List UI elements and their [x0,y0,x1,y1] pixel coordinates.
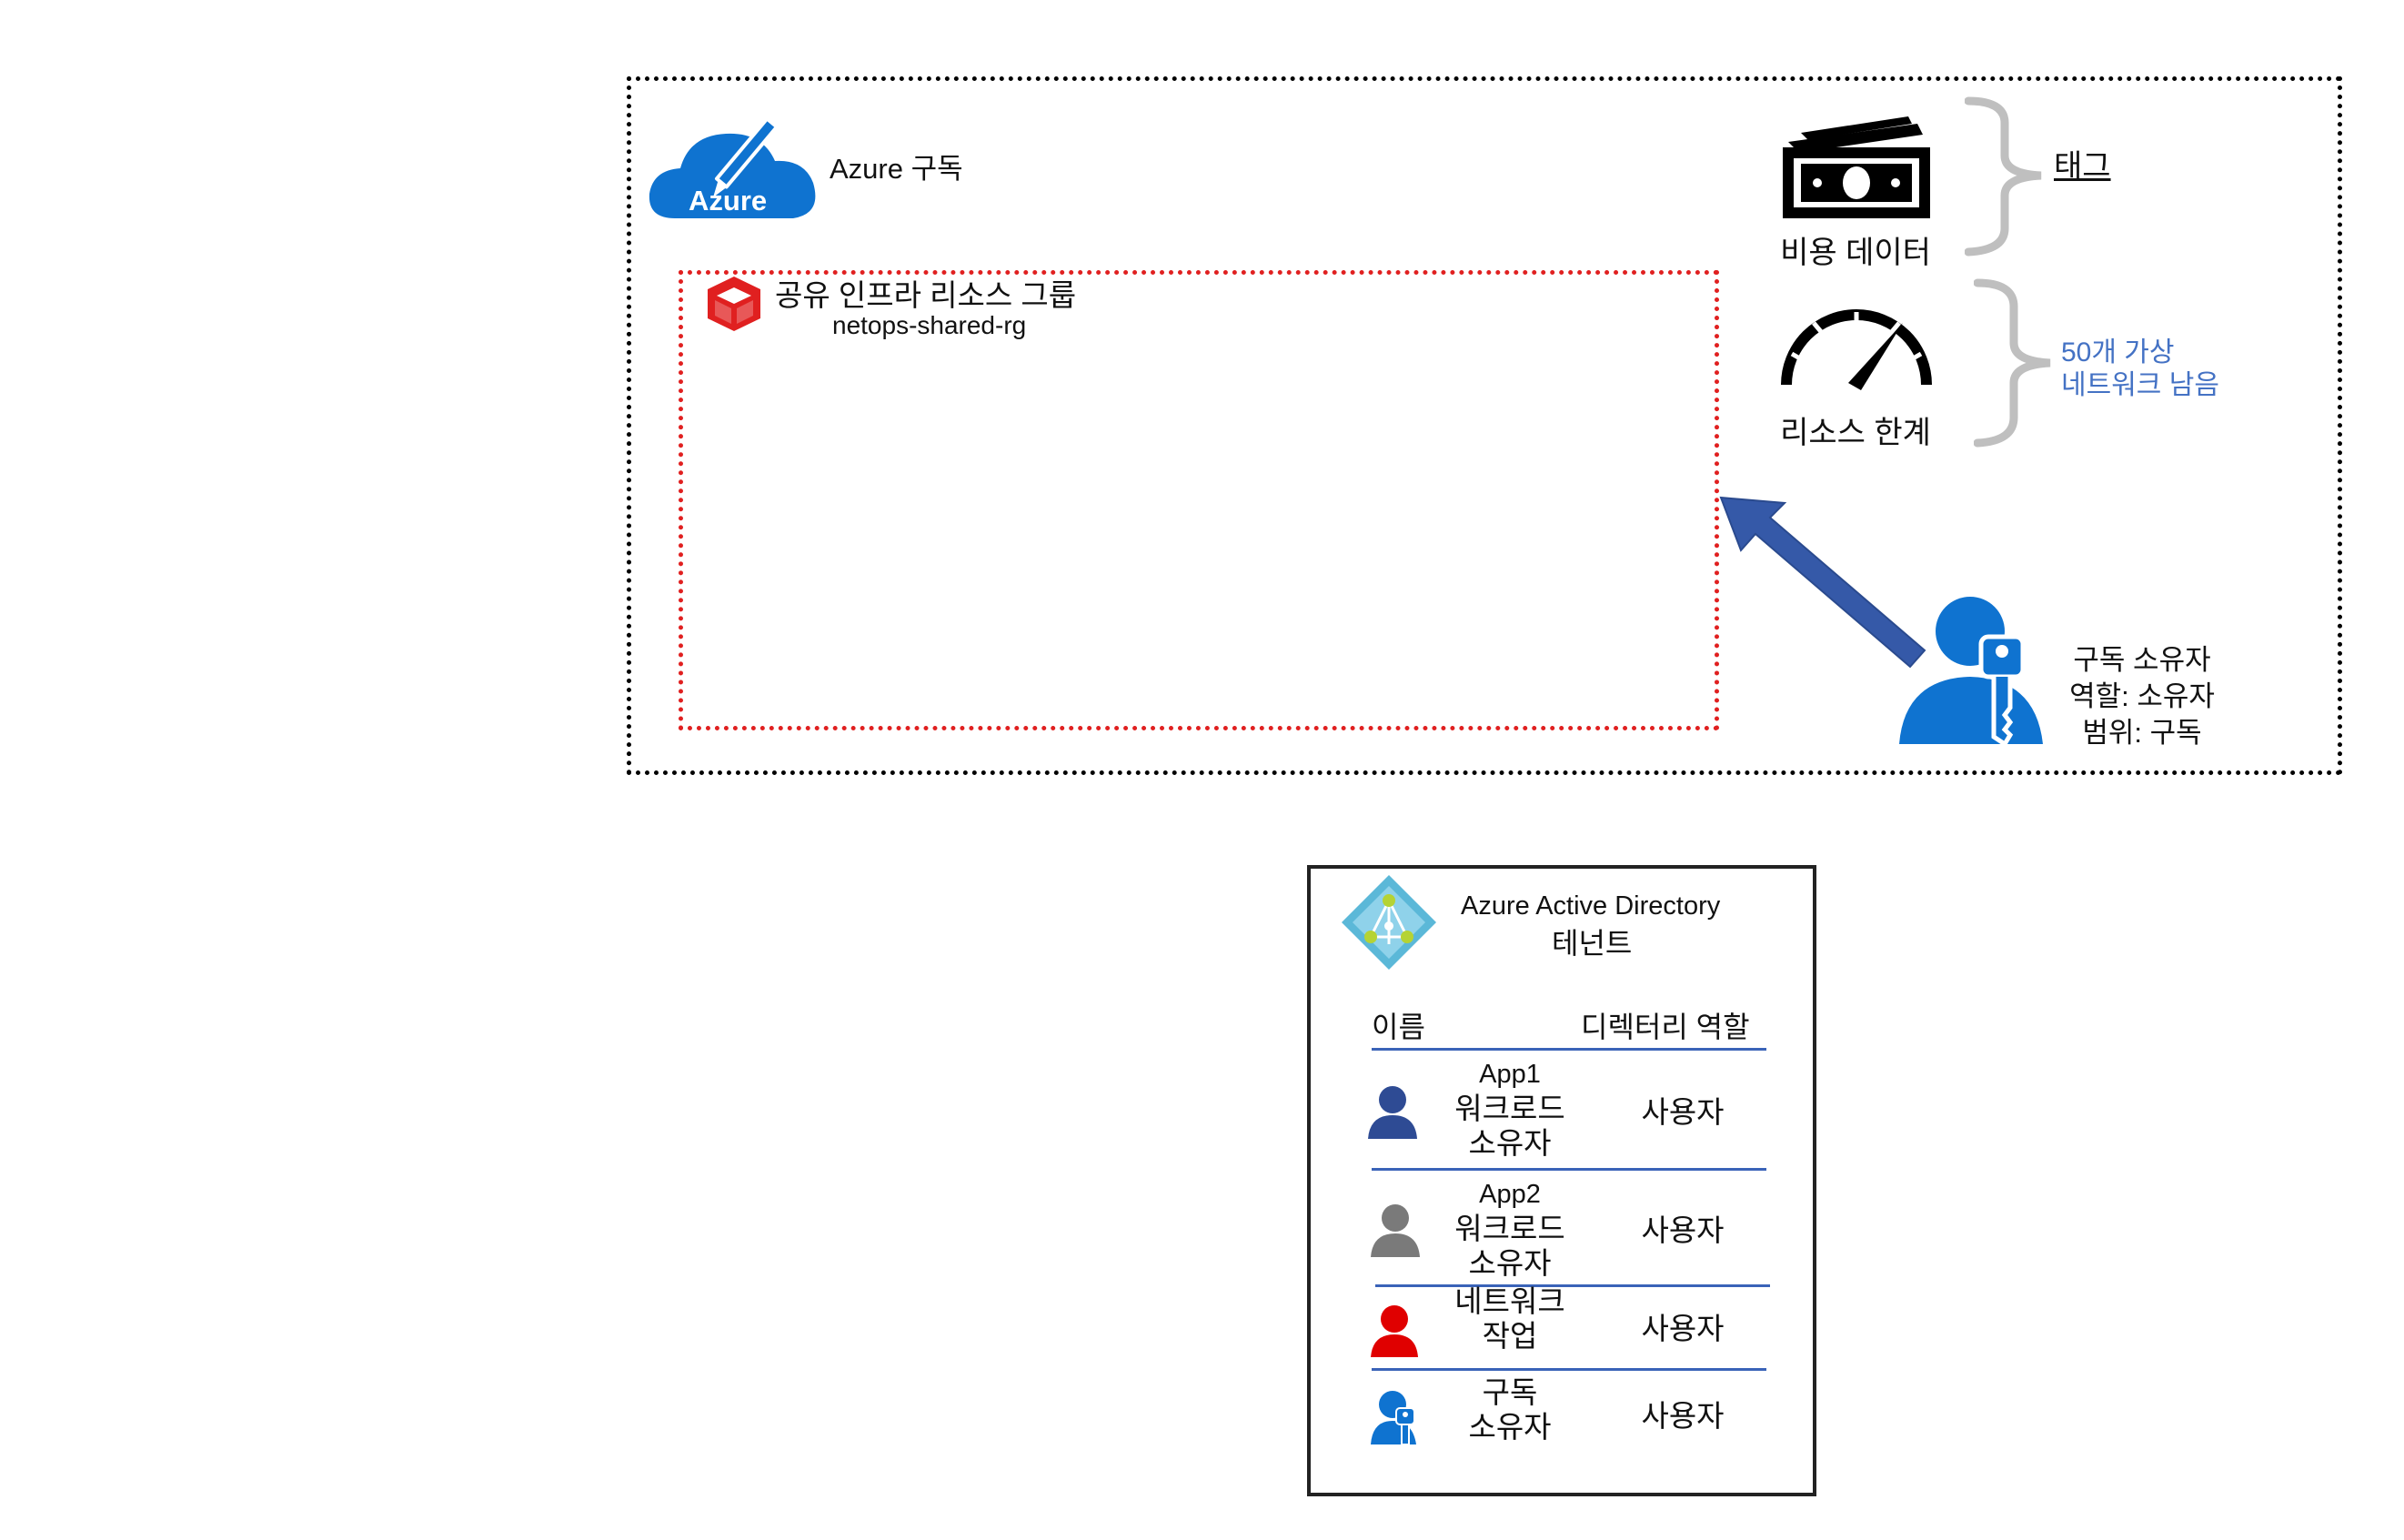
subscription-label: Azure 구독 [830,153,963,185]
row-name-line: 워크로드 [1454,1212,1565,1245]
row-name-line: App2 [1479,1180,1541,1209]
resource-group-name: netops-shared-rg [832,311,1027,339]
row-name-line: 작업 [1482,1319,1538,1353]
row-name-line: 소유자 [1468,1246,1552,1280]
tags-label: 태그 [2054,149,2111,184]
row-name-line: 구독 [1482,1375,1538,1409]
money-icon [1783,116,1930,218]
speedometer-icon [1781,309,1932,390]
access-arrow [1719,496,1926,669]
aad-subtitle: 테넌트 [1552,927,1633,960]
subscription-owner-key-icon [1899,597,2043,748]
table-row: 네트워크 작업 [1437,1284,1583,1354]
row-name-line: 소유자 [1468,1410,1552,1444]
aad-col-name: 이름 [1372,1011,1425,1043]
row-divider [1372,1168,1766,1171]
resource-group-frame [679,270,1719,730]
row-name-line: 네트워크 [1454,1284,1565,1318]
azure-logo-text: Azure [689,185,767,216]
table-row: App2 워크로드 소유자 [1437,1177,1583,1281]
cost-data-label: 비용 데이터 [1780,236,1931,270]
row-name-line: 소유자 [1468,1126,1552,1160]
user-key-icon [1371,1391,1416,1445]
owner-line3: 범위: 구독 [2082,717,2202,749]
row-divider [1372,1368,1766,1371]
resource-limits-label: 리소스 한계 [1780,416,1931,450]
tags-brace-icon [1965,96,2042,257]
row-role: 사용자 [1641,1213,1725,1247]
user-gray-icon [1371,1204,1420,1257]
row-divider [1375,1284,1770,1287]
row-role: 사용자 [1641,1399,1725,1433]
table-row: 구독 소유자 [1437,1375,1583,1444]
user-navy-icon [1368,1086,1417,1139]
row-role: 사용자 [1641,1312,1725,1345]
owner-line1: 구독 소유자 [2073,644,2211,676]
azure-ad-diamond-icon [1342,875,1436,970]
row-name-line: App1 [1479,1060,1541,1089]
resource-limits-note-line1: 50개 가상 [2061,337,2175,367]
aad-title: Azure Active Directory [1461,891,1721,921]
resource-limits-note-line2: 네트워크 남음 [2061,370,2219,400]
aad-col-role: 디렉터리 역할 [1581,1011,1750,1043]
table-row: App1 워크로드 소유자 [1437,1057,1583,1161]
resource-limits-brace-icon [1974,278,2051,448]
row-role: 사용자 [1641,1095,1725,1129]
subscription-frame [627,76,2342,775]
user-red-icon [1371,1305,1418,1357]
resource-group-title: 공유 인프라 리소스 그룹 [775,278,1077,312]
row-name-line: 워크로드 [1454,1092,1565,1125]
owner-line2: 역할: 소유자 [2069,680,2215,712]
header-divider [1372,1048,1766,1051]
azure-subscription-icon: Azure [649,116,816,218]
resource-group-cube-icon [708,277,760,331]
